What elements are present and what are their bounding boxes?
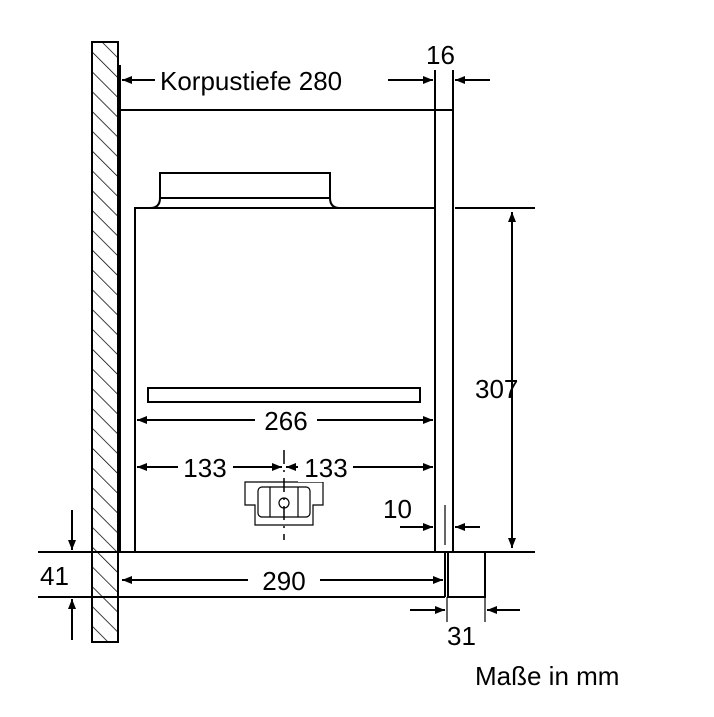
- bottom-panel: [38, 551, 535, 598]
- inner-width-label: 266: [264, 406, 307, 436]
- korpustiefe-label: Korpustiefe 280: [160, 66, 342, 96]
- bottom-depth-label: 290: [262, 566, 305, 596]
- cabinet-outline: [119, 65, 454, 552]
- gap-label: 10: [383, 494, 412, 524]
- wall-hatched: [91, 41, 119, 643]
- panel-thickness-label: 16: [426, 40, 455, 70]
- height-label: 307: [475, 374, 518, 404]
- half-right-label: 133: [304, 453, 347, 483]
- hood-body: [134, 172, 436, 553]
- mounting-bracket: [244, 450, 324, 540]
- bottom-height-label: 41: [40, 561, 69, 591]
- half-left-label: 133: [183, 453, 226, 483]
- units-note: Maße in mm: [475, 661, 619, 691]
- front-depth-label: 31: [447, 621, 476, 651]
